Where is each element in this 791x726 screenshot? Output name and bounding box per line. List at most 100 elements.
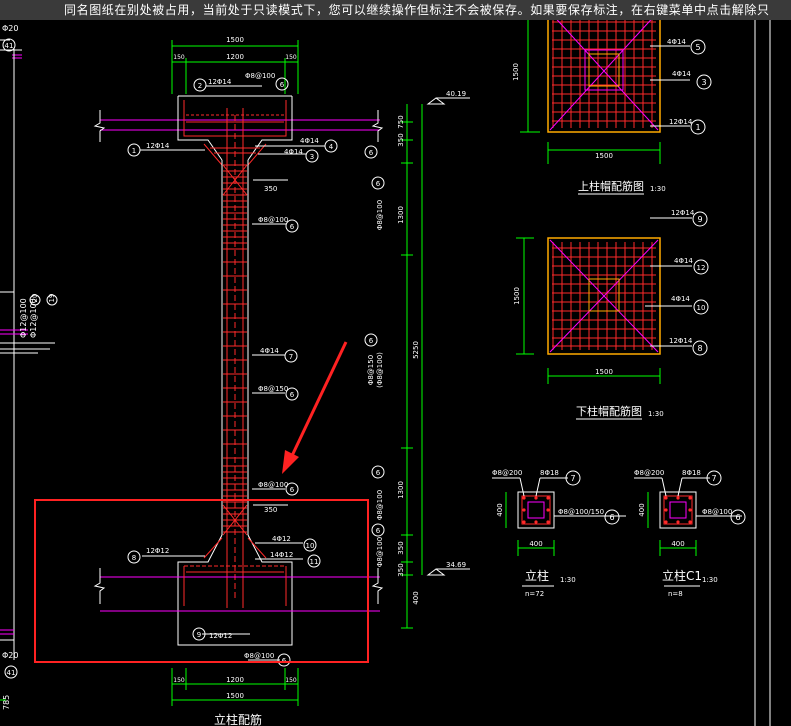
svg-text:1:30: 1:30 — [702, 576, 718, 584]
right-dimension-lines — [401, 104, 423, 629]
break-line — [371, 568, 384, 604]
svg-text:2: 2 — [198, 82, 202, 90]
svg-text:350: 350 — [264, 506, 277, 514]
level-marker-top — [426, 97, 470, 105]
svg-text:Φ8@150: Φ8@150 — [258, 385, 288, 393]
highlight-box[interactable] — [34, 499, 369, 663]
svg-text:立柱C1: 立柱C1 — [662, 568, 702, 583]
svg-text:12: 12 — [697, 264, 706, 272]
bottom-dimension-lines — [171, 668, 299, 706]
svg-text:12Φ14: 12Φ14 — [208, 78, 232, 86]
svg-text:14Φ12: 14Φ12 — [270, 551, 293, 559]
dim-bot-right: 150 — [285, 677, 297, 684]
dim-v-350b: 350 — [397, 541, 405, 554]
svg-text:350: 350 — [264, 185, 277, 193]
right-stirrup-notes: 6 6 Φ8@100 6 Φ8@150 (Φ8@100) 6 Φ8@100 6 … — [364, 145, 385, 567]
svg-text:400: 400 — [638, 503, 646, 516]
level-top: 40.19 — [446, 90, 466, 98]
svg-text:6: 6 — [280, 81, 285, 89]
svg-text:4Φ14: 4Φ14 — [260, 347, 279, 355]
annotation-arrow[interactable] — [282, 341, 348, 474]
dim-bot-total: 1500 — [226, 692, 244, 700]
svg-text:8Φ18: 8Φ18 — [540, 469, 559, 477]
svg-text:400: 400 — [496, 503, 504, 516]
svg-text:7: 7 — [289, 353, 293, 361]
top-beam — [100, 119, 380, 131]
bubble — [2, 38, 16, 52]
svg-text:1:30: 1:30 — [560, 576, 576, 584]
svg-text:1500: 1500 — [595, 368, 613, 376]
dim-top-right: 150 — [285, 54, 297, 61]
svg-text:Φ8@100: Φ8@100 — [244, 652, 274, 660]
svg-text:11: 11 — [310, 558, 319, 566]
lower-cap-plan: 1500 1500 12Φ14 9 4Φ14 12 4Φ14 10 12Φ14 … — [513, 209, 709, 420]
svg-text:6: 6 — [369, 149, 374, 157]
svg-text:Φ8@200: Φ8@200 — [634, 469, 664, 477]
svg-text:1500: 1500 — [595, 152, 613, 160]
bottom-beam — [100, 576, 380, 612]
dim-top-mid: 1200 — [226, 53, 244, 61]
svg-text:3: 3 — [701, 78, 706, 87]
svg-text:下柱帽配筋图: 下柱帽配筋图 — [576, 404, 642, 418]
left-edge-bubble-2: 20 — [31, 294, 39, 303]
svg-text:6: 6 — [290, 223, 295, 231]
break-line — [93, 110, 106, 142]
svg-text:Φ8@100: Φ8@100 — [258, 481, 288, 489]
lower-capital-outline — [177, 534, 293, 646]
left-edge-bubble-1: 41 — [5, 42, 14, 50]
svg-text:8: 8 — [697, 344, 702, 353]
svg-text:4Φ14: 4Φ14 — [672, 70, 691, 78]
elevation-title: 立柱配筋 — [214, 712, 262, 726]
svg-text:8Φ18: 8Φ18 — [682, 469, 701, 477]
svg-text:Φ8@100: Φ8@100 — [245, 72, 275, 80]
column-elevation: 1500 150 1200 150 — [93, 36, 470, 726]
svg-text:7: 7 — [570, 474, 575, 483]
svg-text:(Φ8@100): (Φ8@100) — [376, 352, 384, 388]
svg-text:上柱帽配筋图: 上柱帽配筋图 — [578, 179, 644, 193]
bubble — [4, 665, 18, 679]
svg-text:6: 6 — [376, 180, 381, 188]
left-edge-text-1: Φ20 — [2, 24, 18, 33]
bubble — [29, 294, 41, 306]
svg-text:Φ8@100: Φ8@100 — [376, 490, 384, 520]
level-marker-bottom — [426, 568, 470, 576]
svg-text:6: 6 — [376, 469, 381, 477]
svg-text:1500: 1500 — [512, 63, 520, 81]
svg-text:10: 10 — [306, 542, 315, 550]
dim-v-capital: 350 — [397, 133, 405, 146]
dim-v-1300a: 1300 — [397, 206, 405, 224]
column-section: Φ8@200 8Φ18 7 Φ8@100/150 6 400 400 立柱 1:… — [492, 469, 626, 598]
svg-text:Φ8@100/150: Φ8@100/150 — [558, 508, 604, 516]
svg-text:9: 9 — [197, 631, 201, 639]
svg-text:6: 6 — [290, 391, 295, 399]
lower-capital-rebar — [183, 537, 287, 606]
dim-bot-mid: 1200 — [226, 676, 244, 684]
left-edge-bubble-3: 19 — [48, 294, 56, 303]
bubble — [46, 294, 58, 306]
dim-v-5250: 5250 — [412, 341, 420, 359]
svg-text:12Φ14: 12Φ14 — [146, 142, 170, 150]
svg-text:12Φ12: 12Φ12 — [209, 632, 232, 640]
svg-text:Φ8@100: Φ8@100 — [376, 200, 384, 230]
break-line — [371, 110, 384, 142]
upper-cap-plan: 1500 1500 4Φ14 5 4Φ14 3 12Φ14 1 上柱帽配筋图 1… — [512, 9, 712, 195]
svg-text:6: 6 — [290, 486, 295, 494]
dim-top-left: 150 — [173, 54, 185, 61]
elevation-callouts: 2 12Φ14 Φ8@100 6 1 12Φ14 4Φ14 4 4Φ14 3 3… — [127, 72, 338, 667]
break-line — [93, 568, 106, 604]
svg-text:4: 4 — [329, 143, 334, 151]
svg-text:400: 400 — [529, 540, 542, 548]
svg-text:4Φ14: 4Φ14 — [300, 137, 319, 145]
level-bottom: 34.69 — [446, 561, 466, 569]
column-section-c1: Φ8@200 8Φ18 7 Φ8@100 6 400 400 立柱C1 1:30… — [634, 469, 746, 598]
elevation-leaders — [140, 85, 325, 661]
left-edge-bubble-4: 41 — [7, 669, 16, 677]
svg-text:12Φ14: 12Φ14 — [669, 118, 693, 126]
svg-text:立柱: 立柱 — [525, 568, 549, 583]
svg-text:Φ8@200: Φ8@200 — [492, 469, 522, 477]
svg-text:400: 400 — [671, 540, 684, 548]
dim-v-350c: 350 — [397, 563, 405, 576]
svg-text:9: 9 — [697, 215, 702, 224]
